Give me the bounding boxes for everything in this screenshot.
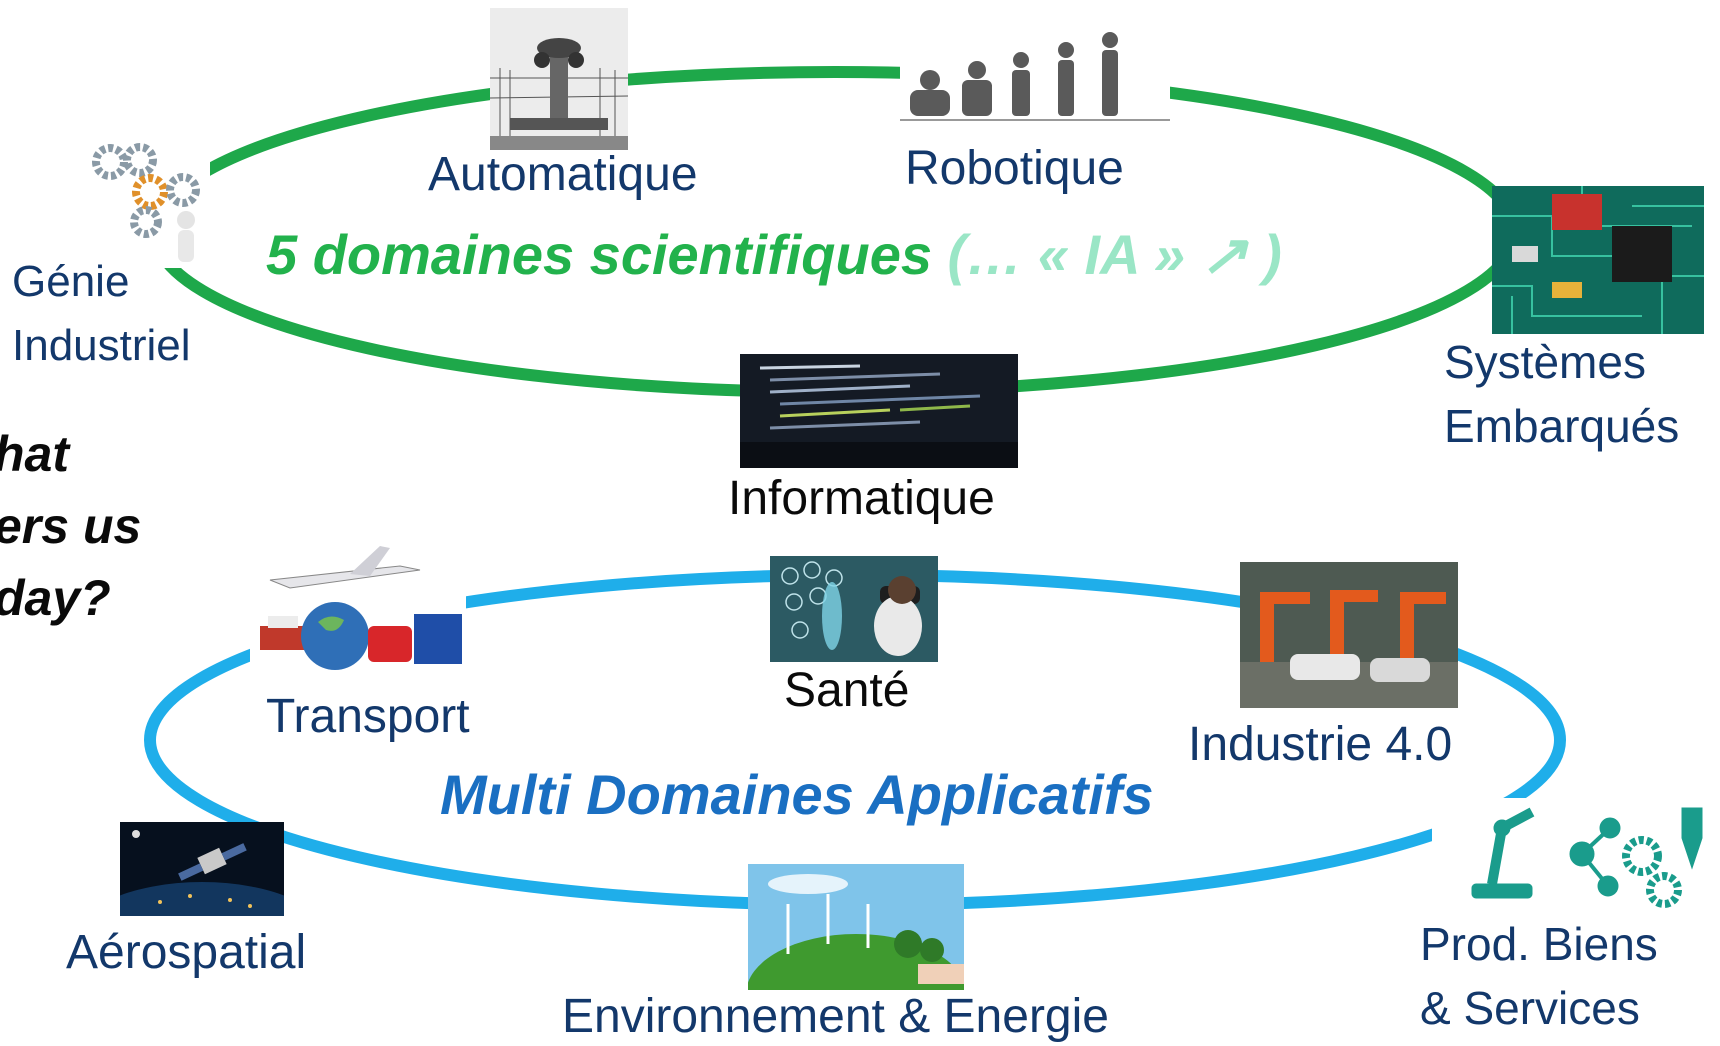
science-ring-title-main: 5 domaines scientifiques <box>266 223 932 286</box>
side-question-line3: day? <box>0 570 111 626</box>
environnement-label: Environnement & Energie <box>562 990 1109 1043</box>
genie-line2: Industriel <box>12 321 191 370</box>
prod-line1: Prod. Biens <box>1420 918 1658 970</box>
industrie-image <box>1240 562 1458 708</box>
science-ring-title-suffix: (… « IA » ↗ ) <box>947 223 1282 286</box>
science-ring-title: 5 domaines scientifiques (… « IA » ↗ ) <box>266 222 1282 288</box>
genie-industriel-label: Génie Industriel <box>12 250 191 378</box>
informatique-label: Informatique <box>728 472 995 525</box>
systemes-line1: Systèmes <box>1444 336 1646 388</box>
side-question-line1: hat <box>0 426 69 482</box>
side-question-line2: ers us <box>0 498 142 554</box>
transport-image <box>250 536 466 680</box>
systemes-line2: Embarqués <box>1444 400 1680 452</box>
transport-label: Transport <box>266 690 470 743</box>
prod-biens-image <box>1432 798 1710 918</box>
robotique-label: Robotique <box>905 142 1124 195</box>
genie-industriel-image <box>88 140 210 268</box>
prod-line2: & Services <box>1420 982 1640 1034</box>
sante-label: Santé <box>784 664 910 717</box>
prod-biens-label: Prod. Biens & Services <box>1420 912 1658 1040</box>
application-ring-title: Multi Domaines Applicatifs <box>440 763 1154 826</box>
systemes-embarques-label: Systèmes Embarqués <box>1444 330 1679 458</box>
sante-image <box>770 556 938 662</box>
systemes-embarques-image <box>1492 186 1704 334</box>
aerospatial-label: Aérospatial <box>66 926 307 979</box>
robotique-image <box>900 30 1170 130</box>
environnement-image <box>748 864 964 990</box>
aerospatial-image <box>120 822 284 916</box>
informatique-image <box>740 354 1018 468</box>
genie-line1: Génie <box>12 257 130 306</box>
side-question: hat ers us day? <box>0 418 141 634</box>
industrie-label: Industrie 4.0 <box>1188 718 1453 771</box>
automatique-label: Automatique <box>428 148 698 201</box>
automatique-image <box>490 8 628 150</box>
